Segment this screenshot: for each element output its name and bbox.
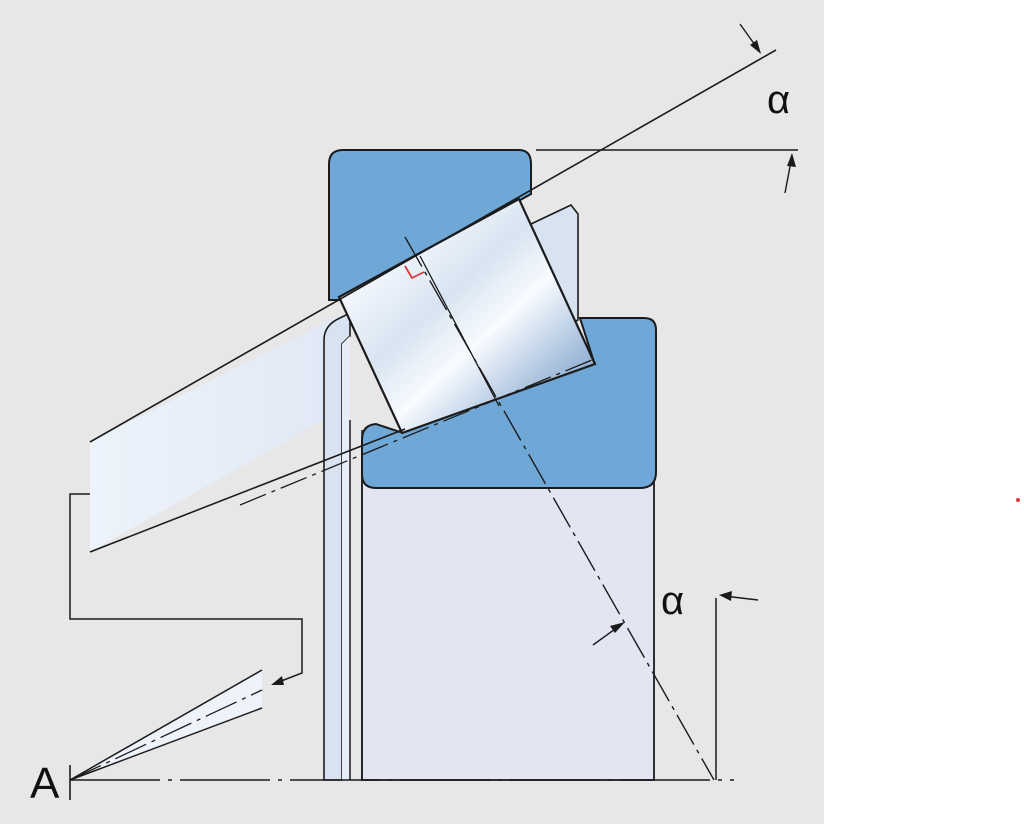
page-right-white-area xyxy=(824,0,1024,824)
inner-ring xyxy=(361,317,657,489)
contact-line-top xyxy=(89,49,777,443)
alpha-lower-arrow-right-head xyxy=(719,591,732,601)
alpha-top-arrow-lower-head xyxy=(787,153,796,167)
apex-line-lower xyxy=(69,707,263,781)
point-a-label: A xyxy=(30,759,60,808)
right-angle-marker xyxy=(404,265,425,280)
contact-line-lower xyxy=(89,428,406,553)
alpha-top-arrow-upper-head xyxy=(750,40,761,54)
apex-line-center xyxy=(69,689,263,781)
apex-line-upper xyxy=(69,669,263,781)
apex-leader-bracket xyxy=(69,493,303,684)
cone-projection-band xyxy=(90,316,350,552)
alpha-label-lower: α xyxy=(661,579,684,623)
alpha-lower-arrow-left-head xyxy=(610,622,625,633)
roller-axis-line-a xyxy=(239,359,593,506)
alpha-label-top: α xyxy=(767,78,790,122)
stray-red-dot xyxy=(1016,498,1020,502)
roller-edge-line xyxy=(419,255,500,407)
inner-sleeve-strip xyxy=(342,336,350,780)
roller-axis-line-b xyxy=(404,236,715,781)
apex-leader-arrow-head xyxy=(271,676,284,685)
inner-sleeve-body xyxy=(361,471,655,781)
